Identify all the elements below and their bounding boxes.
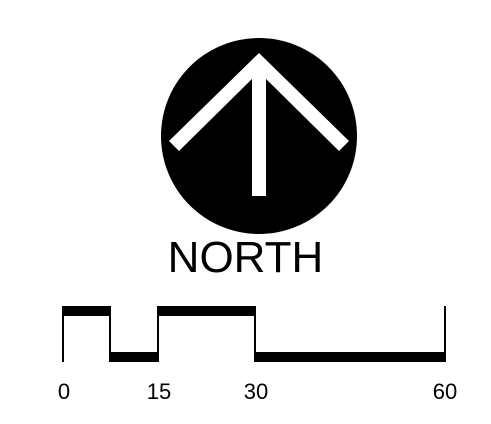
segment-4 (255, 352, 446, 362)
scale-bar-dividers (62, 306, 446, 362)
segment-2 (110, 352, 158, 362)
north-label: NORTH (167, 233, 324, 282)
arrow-shaft (252, 64, 266, 196)
tick-label-0: 0 (58, 379, 70, 404)
north-arrow-icon (161, 38, 357, 234)
tick-label-30: 30 (244, 379, 268, 404)
arrow-head (169, 53, 349, 151)
segment-3 (158, 306, 255, 316)
scale-bar: 0 15 30 60 (58, 306, 457, 404)
scale-tick-labels: 0 15 30 60 (58, 379, 457, 404)
segment-1 (62, 306, 110, 316)
tick-label-60: 60 (433, 379, 457, 404)
tick-label-15: 15 (147, 379, 171, 404)
scale-bar-segments (62, 306, 446, 362)
